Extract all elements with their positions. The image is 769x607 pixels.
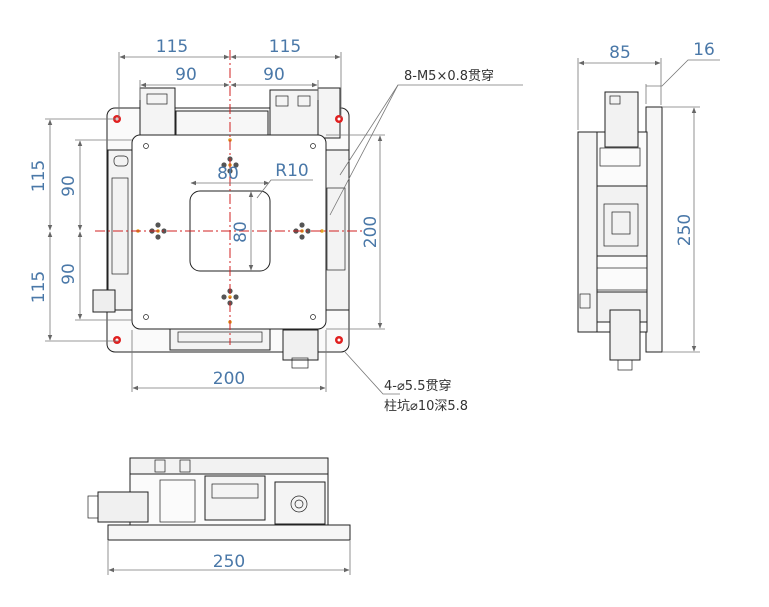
dim-left-inner-upper: 90: [59, 175, 79, 197]
side-dim-height: 250: [675, 214, 695, 246]
callout-mount-holes-line1: 4-⌀5.5贯穿: [384, 378, 451, 394]
front-dim-width: 250: [213, 552, 245, 572]
dim-left-upper: 115: [29, 160, 49, 192]
callout-thread-holes: 8-M5×0.8贯穿: [404, 68, 494, 84]
dim-left-lower: 115: [29, 271, 49, 303]
side-dim-plate: 16: [693, 40, 715, 60]
window-height: 80: [231, 221, 251, 243]
bottom-motor: [282, 329, 319, 361]
dim-top-left: 115: [156, 37, 188, 57]
top-motor-left: [139, 87, 176, 139]
dim-mid-right: 90: [263, 65, 285, 85]
dim-left-inner-lower: 90: [59, 263, 79, 285]
corner-radius: R10: [275, 161, 308, 181]
side-base-plate: [645, 106, 663, 353]
window-width: 80: [217, 164, 239, 184]
callout-mount-holes-line2: 柱坑⌀10深5.8: [384, 399, 468, 414]
side-view: [577, 58, 720, 371]
dim-top-right: 115: [269, 37, 301, 57]
dim-right-height: 200: [361, 216, 381, 248]
side-dim-width: 85: [609, 43, 631, 63]
front-base-plate: [107, 524, 351, 541]
dim-bottom-width: 200: [213, 369, 245, 389]
top-motor-right: [269, 89, 323, 137]
front-view: [87, 457, 351, 575]
top-view: [45, 50, 523, 395]
dim-mid-left: 90: [175, 65, 197, 85]
